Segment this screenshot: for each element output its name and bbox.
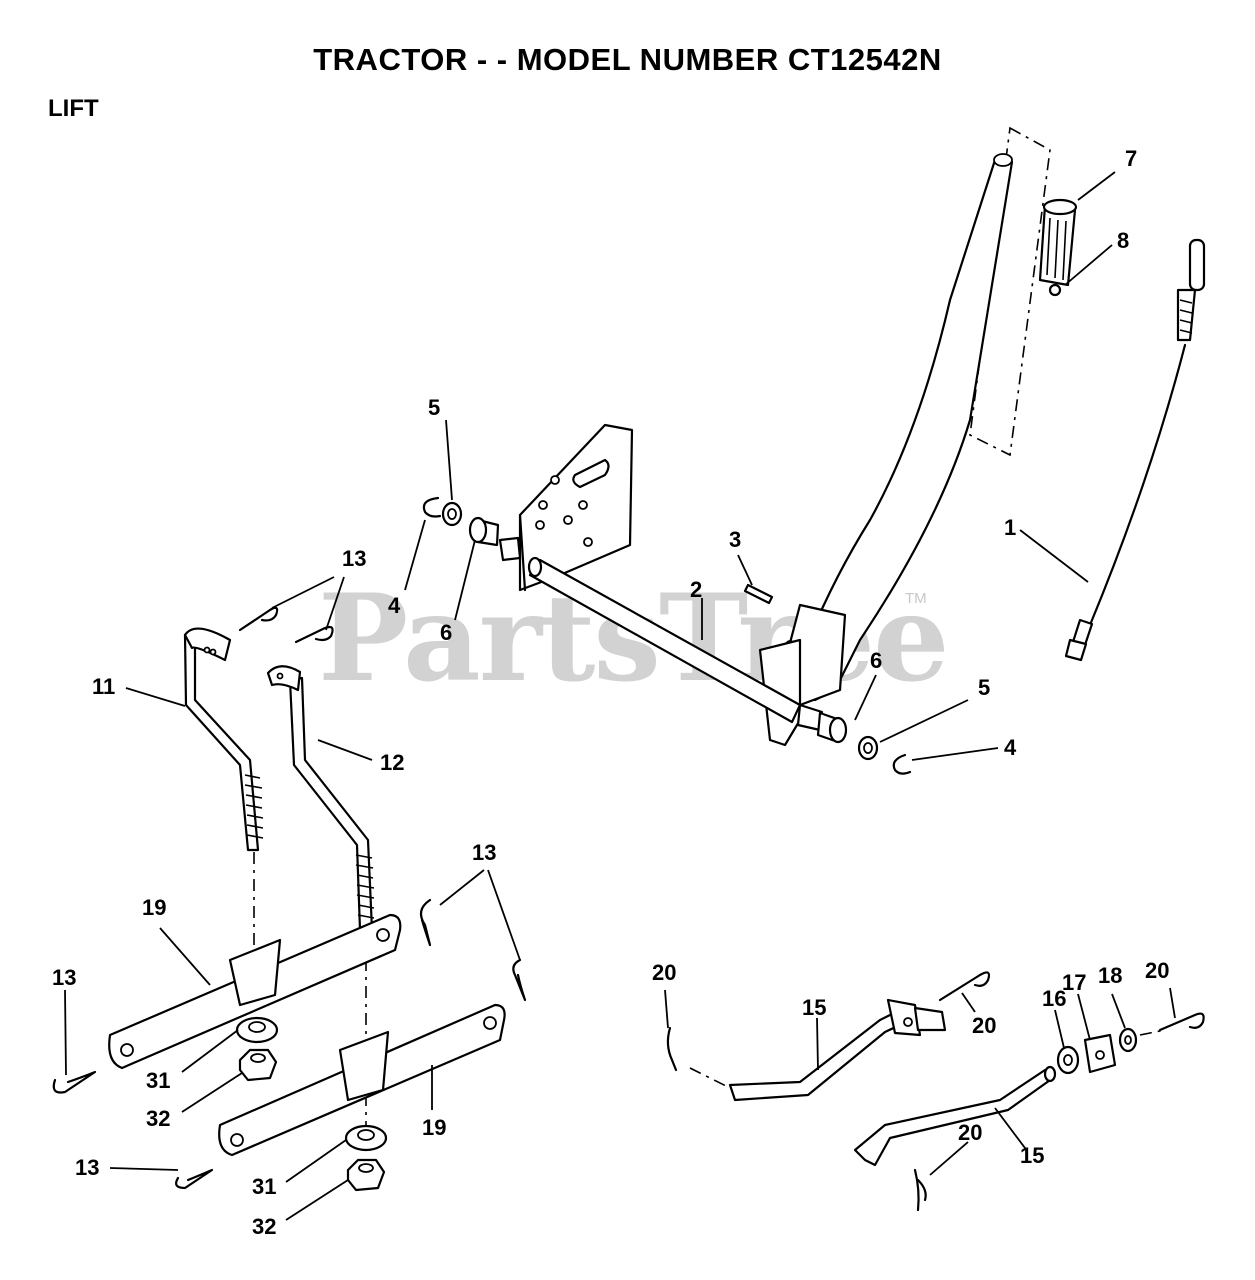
hairpin-clip-20-left bbox=[666, 1026, 678, 1072]
hairpin-clip-20-bottom bbox=[913, 1168, 927, 1212]
hairpin-clip-upper-right bbox=[419, 898, 432, 947]
lift-link-right bbox=[266, 665, 375, 932]
callout-7: 7 bbox=[1125, 146, 1137, 171]
lift-lever-handle-outline bbox=[969, 126, 1051, 457]
callout-20-right: 20 bbox=[1145, 958, 1169, 983]
nut-upper bbox=[238, 1048, 278, 1082]
callout-31-lower: 31 bbox=[252, 1174, 276, 1199]
hairpin-clip-left bbox=[52, 1070, 97, 1094]
callout-18: 18 bbox=[1098, 963, 1122, 988]
handle-grip bbox=[1038, 198, 1078, 287]
callout-4-right: 4 bbox=[1004, 735, 1017, 760]
section-label: LIFT bbox=[48, 95, 99, 122]
hairpin-clip-bottom bbox=[175, 1168, 214, 1190]
callout-13-right: 13 bbox=[472, 840, 496, 865]
lift-rod-upper bbox=[728, 998, 947, 1102]
lift-shaft bbox=[498, 536, 824, 732]
e-ring-left bbox=[422, 496, 442, 518]
hairpin-clip-20-upper bbox=[938, 971, 991, 1002]
flange-bushing-left bbox=[468, 516, 500, 547]
washer-upper bbox=[235, 1016, 279, 1044]
callout-20-left: 20 bbox=[652, 960, 676, 985]
washer-lower bbox=[344, 1124, 388, 1152]
callout-2: 2 bbox=[690, 577, 702, 602]
washer-right bbox=[857, 735, 879, 761]
rod-washer bbox=[1056, 1045, 1080, 1075]
callout-6-left: 6 bbox=[440, 620, 452, 645]
alignment-line-rod bbox=[689, 1067, 729, 1088]
callout-32-lower: 32 bbox=[252, 1214, 276, 1239]
lift-arm-lower bbox=[218, 1003, 506, 1157]
flange-bushing-right bbox=[816, 711, 848, 744]
callout-numbers: 1 2 3 4 4 5 5 6 6 7 8 11 12 13 13 13 13 … bbox=[52, 146, 1169, 1239]
callout-16: 16 bbox=[1042, 986, 1066, 1011]
e-ring-right bbox=[892, 753, 912, 775]
callout-20-mid: 20 bbox=[972, 1013, 996, 1038]
callout-6-right: 6 bbox=[870, 648, 882, 673]
spring-pin bbox=[743, 583, 774, 605]
diagram-title: TRACTOR - - MODEL NUMBER CT12542N bbox=[313, 42, 942, 77]
callout-13-top: 13 bbox=[342, 546, 366, 571]
callout-13-left: 13 bbox=[52, 965, 76, 990]
lift-rod-lower bbox=[853, 1065, 1057, 1167]
grip-retainer-ball bbox=[1048, 283, 1062, 297]
callout-15-lower: 15 bbox=[1020, 1143, 1044, 1168]
callout-13-bottom: 13 bbox=[75, 1155, 99, 1180]
callout-4-left: 4 bbox=[388, 593, 401, 618]
washer-left bbox=[441, 501, 463, 527]
rod-bushing bbox=[1118, 1027, 1138, 1053]
callout-5-right: 5 bbox=[978, 675, 990, 700]
trademark-mark: TM bbox=[905, 590, 927, 607]
lift-link-left bbox=[183, 627, 264, 852]
callout-3: 3 bbox=[729, 527, 741, 552]
callout-1: 1 bbox=[1004, 515, 1016, 540]
callout-32-upper: 32 bbox=[146, 1106, 170, 1131]
callout-17: 17 bbox=[1062, 970, 1086, 995]
lift-cable bbox=[1064, 238, 1206, 662]
nut-lower bbox=[346, 1158, 386, 1192]
callout-19-upper: 19 bbox=[142, 895, 166, 920]
hairpin-clip-top-b bbox=[294, 625, 334, 644]
callout-31-upper: 31 bbox=[146, 1068, 170, 1093]
callout-11: 11 bbox=[92, 674, 115, 699]
alignment-line-trunnion bbox=[1139, 1029, 1166, 1036]
callout-19-lower: 19 bbox=[422, 1115, 446, 1140]
callout-12: 12 bbox=[380, 750, 404, 775]
leader-lines bbox=[64, 171, 1176, 1221]
callout-15-upper: 15 bbox=[802, 995, 826, 1020]
callout-8: 8 bbox=[1117, 228, 1129, 253]
rod-trunnion bbox=[1083, 1033, 1117, 1074]
callout-20-bottom: 20 bbox=[958, 1120, 982, 1145]
hairpin-clip-20-right bbox=[1158, 1012, 1205, 1032]
lift-arm-upper bbox=[108, 913, 402, 1070]
lift-lever bbox=[758, 153, 1014, 747]
callout-5-left: 5 bbox=[428, 395, 440, 420]
hairpin-clip-top-a bbox=[238, 606, 279, 632]
hairpin-clip-right bbox=[512, 958, 527, 1002]
mounting-bracket bbox=[518, 423, 634, 592]
